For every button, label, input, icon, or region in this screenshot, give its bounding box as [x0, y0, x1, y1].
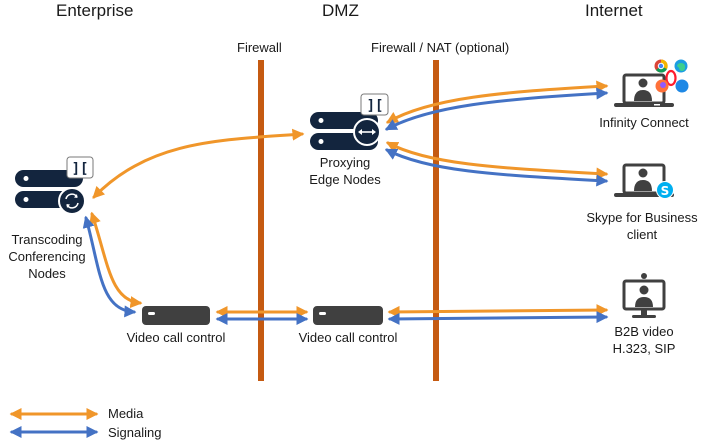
firewall-label: Firewall [237, 40, 282, 55]
transcoding-label-line: Conferencing [8, 249, 86, 264]
transcoding-badge-text: ][ [72, 161, 89, 177]
media-link-transcoding-vcc [89, 211, 143, 309]
zone-internet: Internet [585, 1, 643, 20]
vcc-enterprise-device-icon[interactable] [142, 306, 210, 325]
skype-icon: S [656, 181, 674, 199]
zone-dmz: DMZ [322, 1, 359, 20]
firewall-nat-label: Firewall / NAT (optional) [371, 40, 510, 55]
firewall-bar [258, 60, 264, 381]
safari-icon [675, 79, 689, 93]
legend-media-label: Media [108, 406, 144, 421]
vcc-dmz-label: Video call control [298, 330, 398, 345]
signaling-link-proxying-skype [384, 148, 609, 187]
firewall-nat-bar [433, 60, 439, 381]
proxying-label: Proxying Edge Nodes [300, 154, 390, 188]
transcoding-label-line: Transcoding [11, 232, 83, 247]
infinity-connect-label: Infinity Connect [599, 115, 689, 130]
vcc-dmz-device-icon[interactable] [313, 306, 383, 325]
laptop-icon[interactable] [614, 73, 674, 107]
signaling-link-vcc-b2b [387, 311, 609, 325]
skype-label-line: client [626, 227, 658, 242]
skype-label-line: Skype for Business [586, 210, 698, 225]
b2b-label-line: B2B video [614, 324, 674, 339]
skype-label: Skype for Business client [572, 209, 712, 243]
signaling-link-proxying-infinity [384, 87, 609, 131]
svg-text:S: S [661, 184, 670, 198]
browser-icons [654, 59, 689, 93]
b2b-label-line: H.323, SIP [612, 341, 676, 356]
media-link-vcc-b2b [387, 304, 609, 318]
zone-enterprise: Enterprise [56, 1, 134, 20]
proxying-label-line: Edge Nodes [309, 172, 381, 187]
legend-signaling-label: Signaling [108, 425, 162, 440]
transcoding-label-line: Nodes [28, 266, 66, 281]
vcc-enterprise-label: Video call control [126, 330, 226, 345]
signaling-link-transcoding-vcc [82, 215, 137, 318]
proxying-label-line: Proxying [319, 155, 371, 170]
proxying-badge-text: ][ [367, 98, 384, 114]
bidirectional-arrow-icon [358, 129, 376, 135]
media-link-transcoding-proxying [92, 128, 305, 199]
video-endpoint-icon[interactable] [622, 273, 666, 318]
opera-icon [665, 69, 677, 87]
transcoding-label: Transcoding Conferencing Nodes [2, 231, 92, 282]
media-link-proxying-skype [385, 141, 609, 180]
transcoding-server-icon[interactable] [15, 156, 94, 215]
b2b-label: B2B video H.323, SIP [594, 323, 694, 357]
proxying-server-icon[interactable] [310, 93, 389, 150]
